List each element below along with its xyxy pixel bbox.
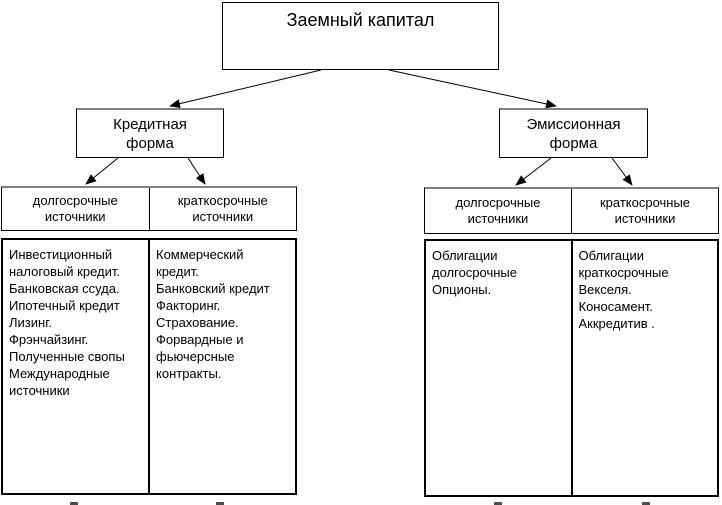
arrow-root-to-emission [388, 69, 557, 109]
header-cell-emission-long-term: долгосрочные источники [455, 195, 541, 226]
header-cell-credit-long-term: долгосрочные источники [32, 193, 118, 224]
arrow-credit-to-long-term [85, 157, 119, 185]
header-cell-emission-short-term: краткосрочные источники [571, 189, 718, 233]
arrow-root-to-credit [169, 69, 322, 109]
arrow-emission-to-long-term [515, 157, 552, 186]
bottom-crop-artifact [642, 502, 650, 505]
list-emission-long-term-sources: Облигации долгосрочные Опционы. [432, 248, 518, 297]
list-emission-short-term-sources: Облигации краткосрочные Векселя. Коносам… [570, 241, 718, 495]
arrow-emission-to-short-term [611, 157, 633, 186]
node-emission-form: Эмиссионная форма [499, 108, 648, 158]
list-credit-long-term-sources: Инвестиционный налоговый кредит. Банковс… [9, 247, 125, 398]
list-credit-short-term-sources: Коммерческий кредит. Банковский кредит Ф… [148, 240, 295, 493]
bottom-crop-artifact [494, 502, 502, 505]
arrow-credit-to-short-term [187, 157, 206, 185]
header-cell-credit-short-term: краткосрочные источники [148, 188, 297, 230]
node-credit-form: Кредитная форма [76, 108, 224, 158]
bottom-crop-artifact [70, 502, 78, 505]
root-node-borrowed-capital: Заемный капитал [222, 2, 499, 70]
emission-sources-header-row: долгосрочные источники краткосрочные ист… [424, 187, 719, 234]
emission-sources-content-row: Облигации долгосрочные Опционы. Облигаци… [424, 239, 719, 497]
bottom-crop-artifact [216, 502, 224, 505]
credit-sources-content-row: Инвестиционный налоговый кредит. Банковс… [1, 238, 297, 495]
credit-sources-header-row: долгосрочные источники краткосрочные ист… [1, 186, 297, 231]
